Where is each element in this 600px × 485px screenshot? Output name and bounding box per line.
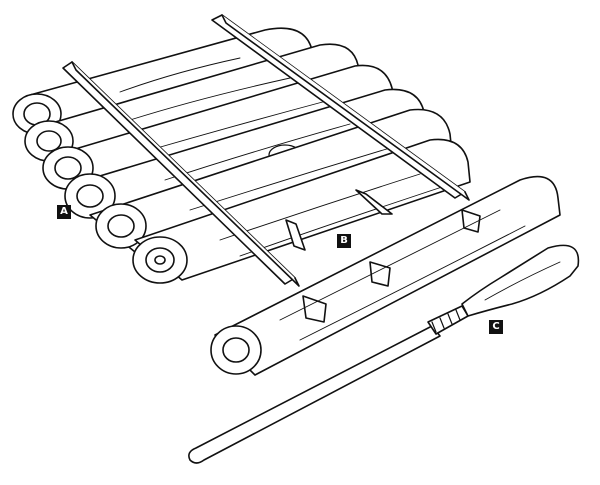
callout-label-c: C <box>489 320 503 334</box>
cross-batten-right <box>211 14 470 201</box>
peg-left <box>285 219 306 251</box>
callout-label-b: B <box>337 234 351 248</box>
paddle <box>188 244 580 464</box>
raft-log-6 <box>132 138 471 284</box>
notched-log <box>210 175 561 376</box>
cross-batten-left <box>62 61 300 287</box>
peg-right <box>355 189 393 215</box>
callout-label-a: A <box>57 205 71 219</box>
